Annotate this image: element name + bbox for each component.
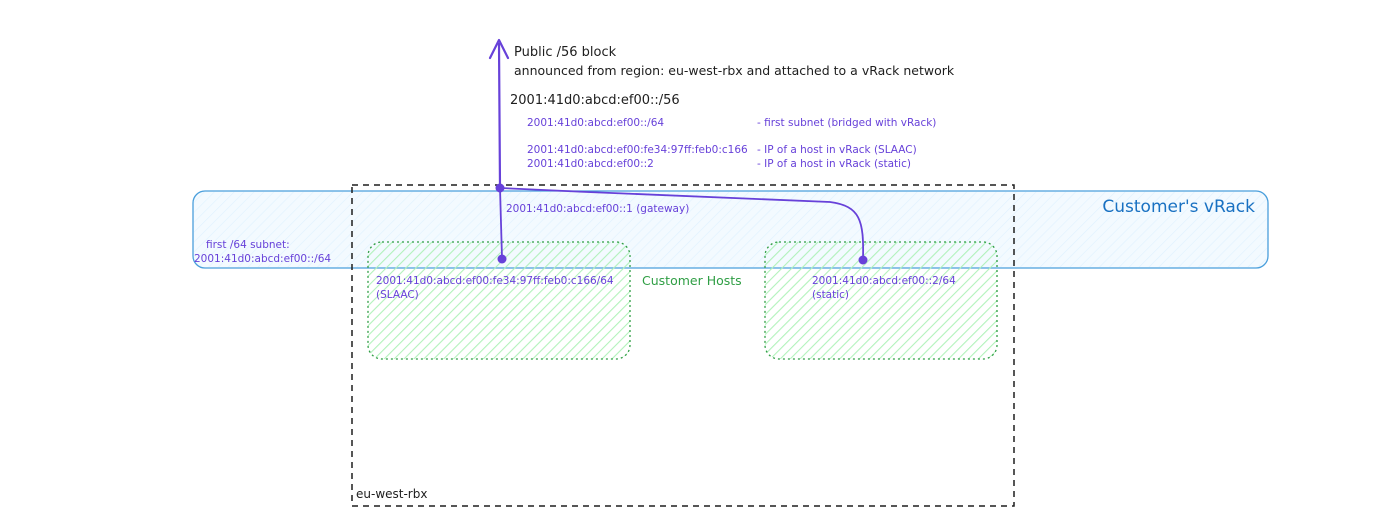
region-label: eu-west-rbx: [356, 487, 427, 501]
host-box-slaac: [367, 241, 631, 360]
region-box: [351, 184, 1015, 507]
host-node-slaac: [497, 254, 507, 264]
arrow-head-icon: [488, 38, 510, 60]
subnet-prefix: 2001:41d0:abcd:ef00::/64: [194, 253, 331, 265]
connector-static-host: [499, 187, 865, 260]
subnet-label: first /64 subnet:: [206, 239, 290, 251]
block-prefix: 2001:41d0:abcd:ef00::/56: [510, 93, 680, 108]
host-mode-static: (static): [812, 289, 849, 301]
vrack-label: Customer's vRack: [1102, 197, 1255, 217]
host-box-static: [764, 241, 998, 360]
host-address-slaac: 2001:41d0:abcd:ef00:fe34:97ff:feb0:c166/…: [376, 275, 614, 287]
public-block-subtitle: announced from region: eu-west-rbx and a…: [514, 63, 955, 78]
address-list-item: 2001:41d0:abcd:ef00:fe34:97ff:feb0:c166: [527, 144, 748, 156]
host-mode-slaac: (SLAAC): [376, 289, 419, 301]
gateway-node: [495, 183, 505, 193]
address-list-item: 2001:41d0:abcd:ef00::/64: [527, 117, 664, 129]
host-node-static: [858, 255, 868, 265]
public-block-title: Public /56 block: [514, 45, 617, 60]
address-list-note: - IP of a host in vRack (static): [757, 158, 911, 170]
address-list-item: 2001:41d0:abcd:ef00::2: [527, 158, 654, 170]
address-list-note: - IP of a host in vRack (SLAAC): [757, 144, 917, 156]
gateway-label: 2001:41d0:abcd:ef00::1 (gateway): [506, 203, 689, 215]
host-address-static: 2001:41d0:abcd:ef00::2/64: [812, 275, 956, 287]
public-block-arrow-line: [497, 42, 502, 190]
connector-slaac-host: [499, 187, 503, 259]
address-list-note: - first subnet (bridged with vRack): [757, 117, 936, 129]
customer-hosts-label: Customer Hosts: [642, 273, 742, 288]
